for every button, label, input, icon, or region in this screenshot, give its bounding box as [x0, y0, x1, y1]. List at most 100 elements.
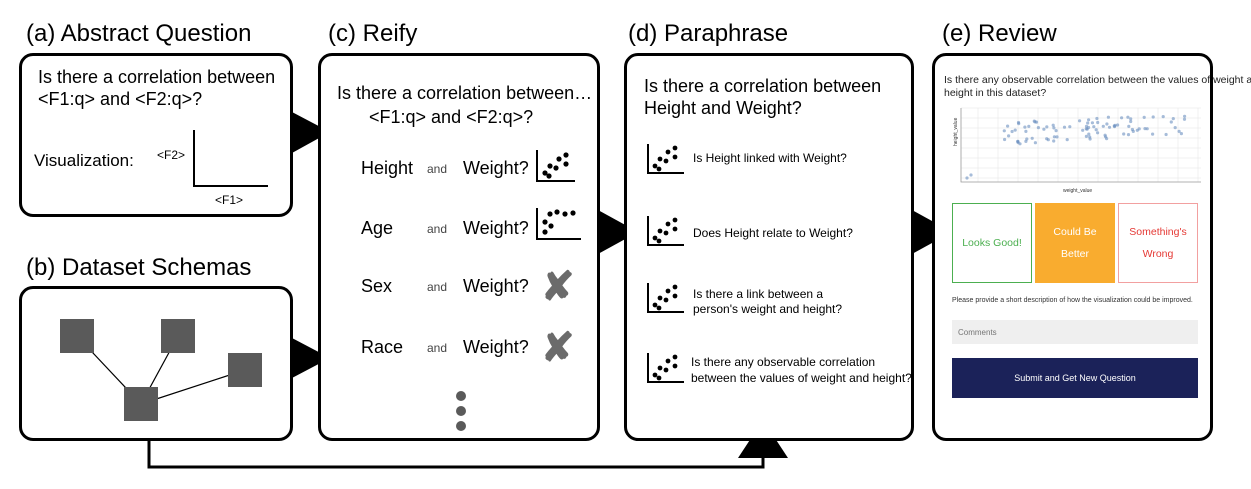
paraphrase-question-line1: Is there a correlation between [644, 76, 882, 96]
scatter-point [1183, 114, 1187, 118]
scatter-point [1088, 137, 1092, 141]
scatter-point [1096, 120, 1100, 125]
improvement-prompt: Please provide a short description of ho… [952, 297, 1193, 304]
scatter-point [1084, 134, 1088, 138]
scatter-point [1137, 127, 1141, 131]
arrow-a-to-c [292, 112, 330, 153]
scatter-point [1151, 115, 1155, 119]
scatter-point [1003, 137, 1007, 142]
scatter-point [1081, 128, 1085, 132]
reify-field: Age [361, 218, 394, 238]
scatter-point [1101, 124, 1105, 128]
heading-reify: (c) Reify [328, 20, 418, 47]
scatter-point [1032, 119, 1036, 123]
scatter-point [1051, 123, 1055, 127]
scatter-point [1113, 125, 1117, 129]
scatter-point [965, 176, 969, 180]
scatter-point [1105, 122, 1109, 126]
scatter-point [1007, 134, 1011, 138]
scatter-point [1179, 132, 1183, 136]
scatter-plot-icon [647, 216, 684, 246]
reify-question-line1: Is there a correlation between… [337, 83, 593, 103]
scatter-point [1131, 129, 1135, 133]
scatter-point [1116, 123, 1120, 127]
scatter-point [1126, 133, 1131, 137]
visualization-label: Visualization: [34, 151, 134, 170]
reify-and: and [427, 162, 448, 176]
scatter-point [1054, 129, 1058, 133]
scatter-point [1120, 116, 1124, 120]
scatter-point [1033, 141, 1037, 145]
scatter-plot-icon [647, 353, 684, 383]
scatter-point [1010, 129, 1014, 134]
reify-and: and [427, 222, 448, 236]
scatter-point [1052, 135, 1056, 139]
scatter-point [1042, 127, 1046, 131]
reify-second-field: Weight? [463, 218, 529, 238]
looks-good-button[interactable]: Looks Good! [952, 203, 1032, 283]
abstract-question-line2: <F1:q> and <F2:q>? [38, 89, 203, 109]
scatter-point [1078, 119, 1082, 123]
paraphrase-item: Is there any observable correlation [691, 355, 876, 369]
could-be-better-button[interactable]: Could Be Better [1035, 203, 1115, 283]
scatter-point [1164, 132, 1168, 137]
scatter-point [1025, 137, 1029, 141]
scatter-point [1151, 132, 1155, 136]
scatter-point [1024, 129, 1028, 133]
panel-abstract-question: Is there a correlation between <F1:q> an… [19, 53, 293, 217]
scatter-point [1030, 136, 1034, 140]
panel-reify: Is there a correlation between… <F1:q> a… [318, 53, 600, 441]
panel-review: Is there any observable correlation betw… [932, 53, 1251, 441]
panel-dataset-schemas [19, 286, 293, 441]
scatter-point [1171, 117, 1175, 121]
could-be-better-label-line1: Could Be [1053, 226, 1097, 238]
paraphrase-item-continued: between the values of weight and height? [691, 371, 912, 385]
reify-second-field: Weight? [463, 158, 529, 178]
could-be-better-label-line2: Better [1060, 248, 1089, 260]
scatter-point [1122, 132, 1126, 136]
scatter-point [1023, 125, 1027, 129]
submit-button[interactable]: Submit and Get New Question [952, 358, 1198, 398]
scatter-point [1105, 137, 1109, 141]
scatter-point [1173, 126, 1177, 130]
scatter-point [1084, 127, 1088, 131]
heading-paraphrase: (d) Paraphrase [628, 20, 789, 47]
schema-node [228, 353, 262, 387]
scatter-point [1016, 139, 1020, 144]
scatter-point [969, 173, 973, 177]
scatter-point [1127, 124, 1131, 128]
scatter-point [1055, 135, 1059, 139]
review-question-line1: Is there any observable correlation betw… [944, 74, 1251, 86]
axis-x-placeholder: <F1> [215, 193, 244, 207]
scatter-point [1177, 129, 1181, 133]
abstract-question-line1: Is there a correlation between [38, 67, 276, 87]
paraphrase-item: Does Height relate to Weight? [693, 226, 853, 240]
scatter-plot-icon [536, 208, 581, 240]
scatter-point [1002, 129, 1006, 133]
comments-input[interactable] [952, 320, 1198, 344]
scatter-point [1092, 125, 1096, 129]
scatter-point [1045, 137, 1049, 141]
paraphrase-item: Is there a link between a [693, 287, 824, 301]
paraphrase-item: Is Height linked with Weight? [693, 151, 847, 165]
scatter-point [1006, 124, 1010, 128]
heading-review: (e) Review [942, 20, 1057, 47]
scatter-point [1036, 126, 1040, 130]
scatter-point [1027, 124, 1031, 128]
scatter-point [1107, 125, 1112, 129]
something-wrong-button[interactable]: Something's Wrong [1118, 203, 1198, 283]
paraphrase-item-continued: person's weight and height? [693, 302, 843, 316]
reify-field: Sex [361, 276, 393, 296]
review-scatter-chart: height_value weight_value [953, 107, 1201, 194]
review-question-line2: height in this dataset? [944, 87, 1047, 99]
heading-dataset-schemas: (b) Dataset Schemas [26, 254, 252, 281]
scatter-point [1106, 115, 1110, 119]
scatter-point [1045, 125, 1049, 129]
vertical-ellipsis-icon [456, 391, 466, 431]
scatter-point [1065, 138, 1069, 142]
cross-icon: ✘ [541, 265, 575, 309]
review-chart-ylabel: height_value [953, 117, 959, 146]
scatter-point [1096, 131, 1100, 135]
scatter-point [1090, 121, 1094, 125]
scatter-plot-icon [536, 150, 575, 182]
